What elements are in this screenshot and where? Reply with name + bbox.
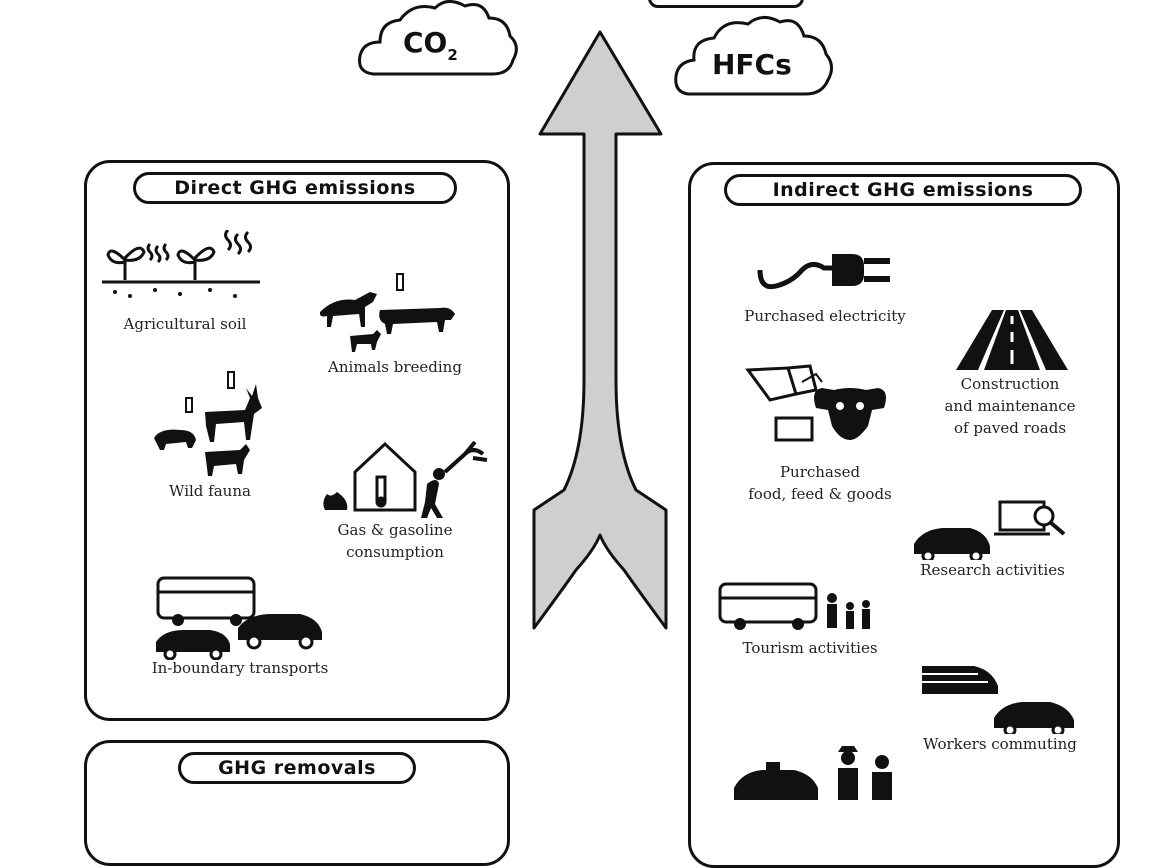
paved-road-icon <box>952 308 1072 372</box>
ghg-removals-title: GHG removals <box>178 752 416 784</box>
agricultural-soil-icon <box>100 230 270 310</box>
research-car-laptop-icon <box>910 498 1075 560</box>
in-boundary-transports-icon <box>150 570 330 660</box>
research-activities-label: Research activities <box>920 561 1065 579</box>
commuting-train-car-icon <box>918 660 1083 734</box>
gas-gasoline-label-2: consumption <box>346 543 444 561</box>
tourism-activities-label: Tourism activities <box>742 639 878 657</box>
food-label-1: Purchased <box>779 463 861 481</box>
co2-cloud: CO2 <box>355 0 520 80</box>
food-feed-goods-icon <box>740 360 900 455</box>
gas-gasoline-icon <box>315 432 495 522</box>
wild-fauna-label: Wild fauna <box>169 482 251 500</box>
electric-plug-icon <box>752 240 902 300</box>
roads-label-2: and maintenance <box>944 397 1076 415</box>
in-boundary-transports-label: In-boundary transports <box>151 659 329 677</box>
co2-label: CO2 <box>403 26 458 64</box>
tourism-bus-people-icon <box>716 578 886 638</box>
top-box-partial <box>648 0 804 8</box>
indirect-emissions-title: Indirect GHG emissions <box>724 174 1082 206</box>
food-label-2: food, feed & goods <box>748 485 892 503</box>
workers-commuting-label: Workers commuting <box>923 735 1077 753</box>
upward-arrow <box>528 30 673 635</box>
hfcs-label: HFCs <box>712 48 792 81</box>
purchased-electricity-label: Purchased electricity <box>744 307 906 325</box>
animals-breeding-label: Animals breeding <box>328 358 462 376</box>
taxi-workers-icon <box>730 744 910 800</box>
hfcs-cloud: HFCs <box>672 10 834 98</box>
wild-fauna-icon <box>150 370 270 480</box>
gas-gasoline-label-1: Gas & gasoline <box>337 521 453 539</box>
cloud-shape-icon <box>674 16 833 96</box>
agricultural-soil-label: Agricultural soil <box>123 315 247 333</box>
direct-emissions-title: Direct GHG emissions <box>133 172 457 204</box>
roads-label-3: of paved roads <box>953 419 1067 437</box>
cloud-shape-icon <box>358 0 518 76</box>
roads-label-1: Construction <box>960 375 1060 393</box>
animals-breeding-icon <box>315 272 465 357</box>
